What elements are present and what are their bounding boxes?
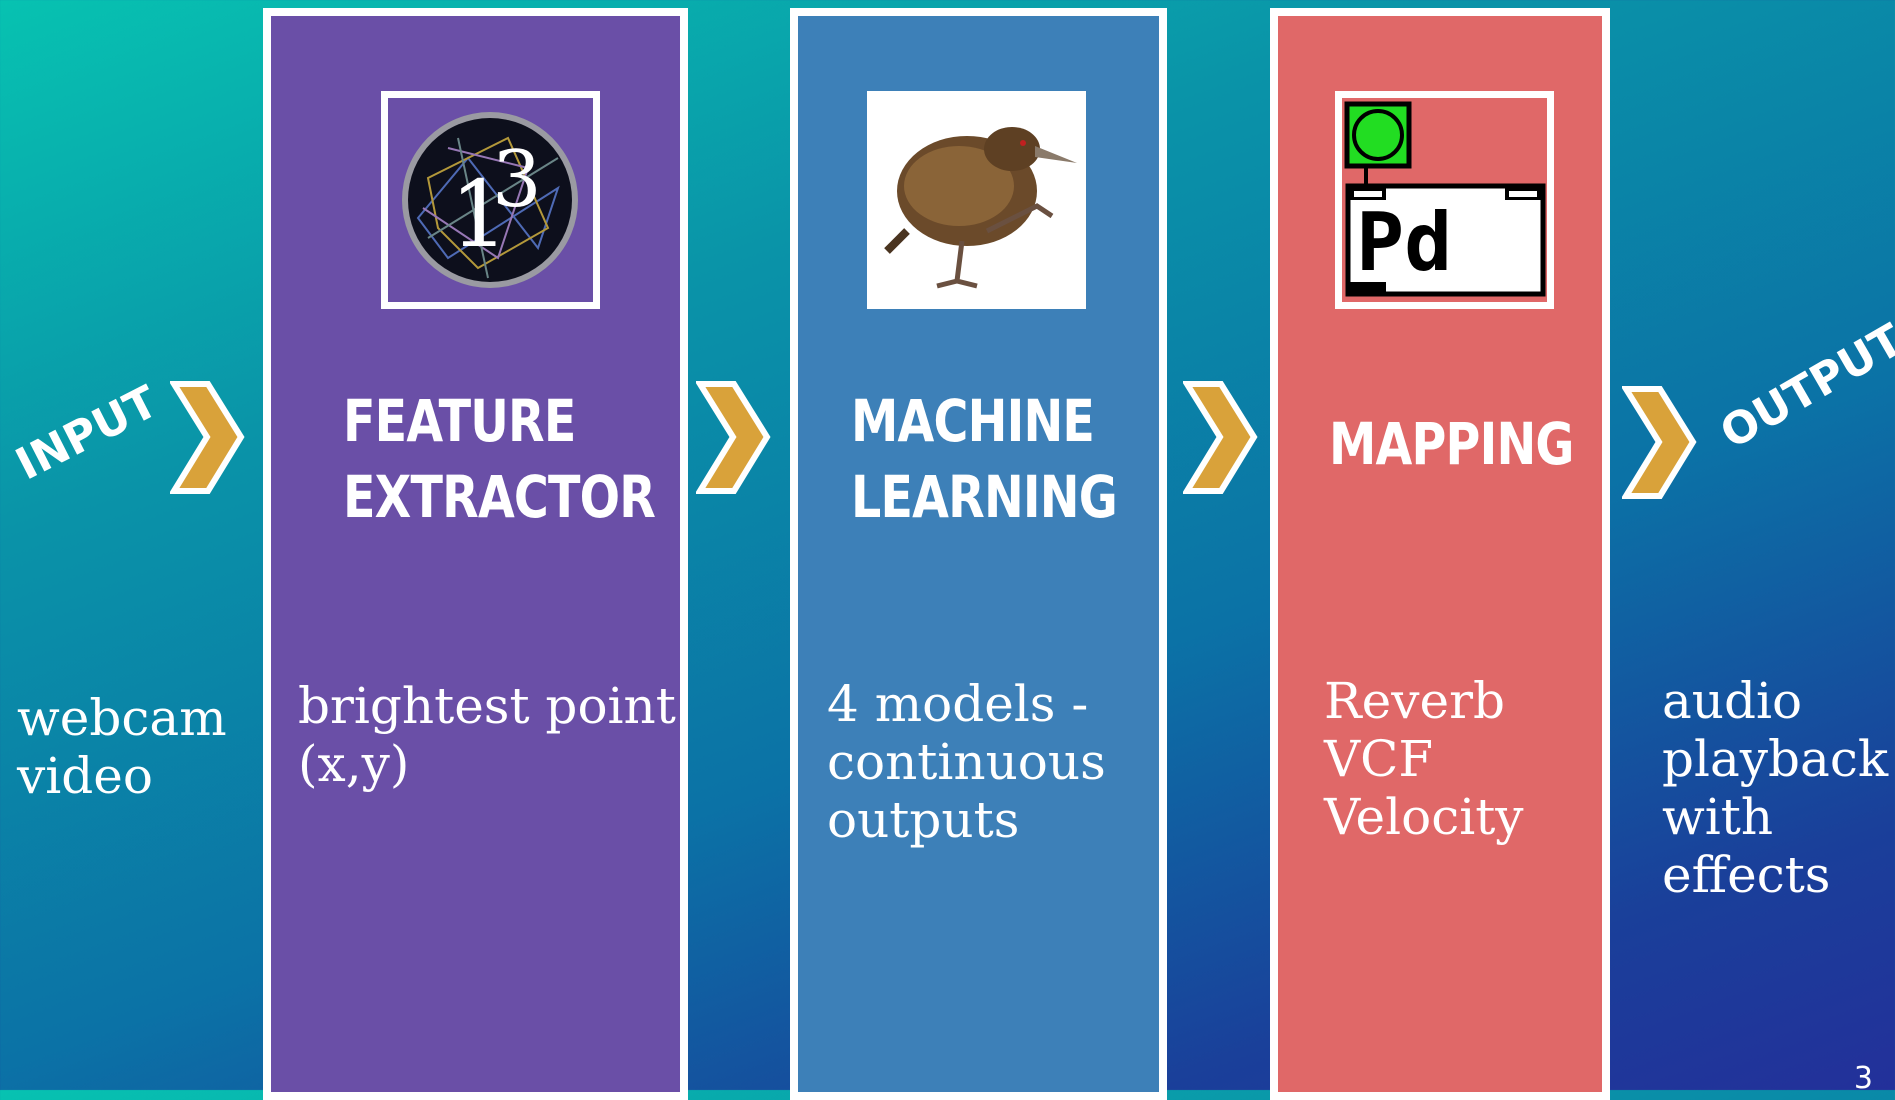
mapping-icon-frame: Pd [1335,91,1554,309]
mapping-text-line-2: VCF [1324,730,1434,788]
machine-learning-text: 4 models - continuous outputs [827,675,1106,849]
svg-text:3: 3 [492,135,542,225]
machine-learning-text-line-1: 4 models - [827,675,1089,733]
input-text-line-2: video [17,747,153,805]
feature-extractor-title-line-2: EXTRACTOR [343,463,656,531]
pd-logo-text: Pd [1356,196,1452,289]
mapping-title-line-1: MAPPING [1329,410,1574,478]
pure-data-logo-icon: Pd [1344,101,1546,297]
output-text-line-2: playback [1662,730,1889,788]
machine-learning-icon-frame [867,91,1086,309]
mapping-title: MAPPING [1329,406,1574,482]
input-label: INPUT [8,376,166,491]
machine-learning-text-line-3: outputs [827,791,1020,849]
feature-extractor-text: brightest point (x,y) [298,677,676,793]
output-text-line-1: audio [1662,672,1803,730]
machine-learning-title-line-1: MACHINE [851,387,1095,455]
output-text-line-4: effects [1662,846,1831,904]
input-text-line-1: webcam [17,689,227,747]
output-label: OUTPUT [1712,314,1895,460]
svg-text:1: 1 [450,161,509,268]
output-text-line-3: with [1662,788,1774,846]
mapping-text-line-1: Reverb [1324,672,1505,730]
feature-extractor-text-line-1: brightest point [298,677,676,735]
chevron-right-icon [1183,381,1258,494]
output-text: audio playback with effects [1662,672,1888,904]
machine-learning-title-line-2: LEARNING [851,463,1118,531]
feature-extractor-icon-frame: 1 3 [381,91,600,309]
mapping-text-line-3: Velocity [1324,788,1524,846]
chevron-right-icon [696,381,771,494]
weka-bird-icon [884,127,1077,289]
processing-p3-logo-icon: 1 3 [402,112,578,288]
feature-extractor-title-line-1: FEATURE [343,387,576,455]
feature-extractor-text-line-2: (x,y) [298,735,410,793]
mapping-text: Reverb VCF Velocity [1324,672,1524,846]
chevron-right-icon [1622,386,1697,499]
chevron-right-icon [170,381,245,494]
feature-extractor-title: FEATURE EXTRACTOR [343,383,656,535]
page-number: 3 [1853,1061,1873,1096]
input-text: webcam video [17,689,227,805]
machine-learning-text-line-2: continuous [827,733,1106,791]
machine-learning-title: MACHINE LEARNING [851,383,1118,535]
